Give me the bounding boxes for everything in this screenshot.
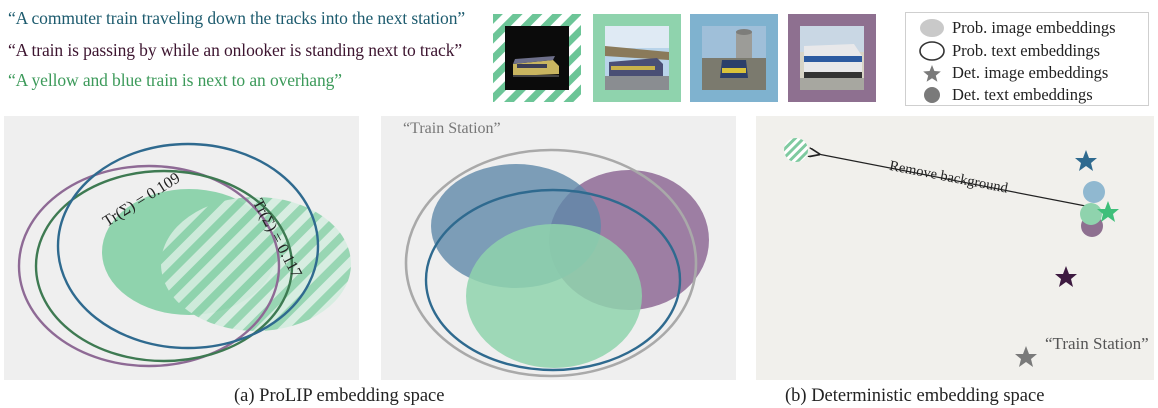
- star-icon: [1015, 346, 1037, 367]
- legend-item-prob-text: Prob. text embeddings: [906, 40, 1148, 62]
- train-station-point-label: “Train Station”: [1045, 334, 1149, 353]
- train-photo-icon: [605, 26, 669, 90]
- legend-item-det-image: Det. image embeddings: [906, 62, 1148, 84]
- train-station-ellipse: [404, 148, 698, 378]
- det-text-point-blue: [1083, 181, 1105, 203]
- hatched-image-point: [784, 138, 808, 162]
- legend-label: Prob. image embeddings: [952, 18, 1116, 37]
- panel-prolip-ellipses: Tr(Σ) = 0.109 Tr(Σ) = 0.117: [4, 116, 359, 380]
- prob-image-ellipse-green: [466, 224, 642, 368]
- prob-text-ellipse-blue: [424, 188, 682, 372]
- thumbnail-green: [593, 14, 681, 102]
- panel-deterministic: Remove background “Train Station”: [756, 116, 1154, 380]
- filled-circle-icon: [924, 87, 940, 103]
- legend-label: Prob. text embeddings: [952, 41, 1101, 60]
- thumbnail-blue: [690, 14, 778, 102]
- prob-image-ellipse-hatched: [161, 197, 351, 331]
- caption-text-2: “A train is passing by while an onlooker…: [8, 40, 463, 60]
- thumbnail-hatched: [493, 14, 581, 102]
- panel-prolip-train-station: “Train Station”: [381, 116, 736, 380]
- star-icon: [1097, 201, 1119, 222]
- thumbnail-purple: [788, 14, 876, 102]
- caption-text-1: “A commuter train traveling down the tra…: [8, 8, 466, 28]
- legend-label: Det. image embeddings: [952, 63, 1109, 82]
- subcaption-b: (b) Deterministic embedding space: [785, 386, 1045, 406]
- legend-item-prob-image: Prob. image embeddings: [906, 17, 1148, 39]
- legend: Prob. image embeddings Prob. text embedd…: [905, 12, 1149, 106]
- filled-ellipse-icon: [920, 19, 944, 37]
- prob-text-ellipse-purple: [17, 164, 281, 368]
- star-icon: [923, 65, 941, 82]
- star-icon: [1075, 150, 1097, 171]
- caption-text-3: “A yellow and blue train is next to an o…: [8, 70, 342, 90]
- train-photo-icon: [505, 26, 569, 90]
- train-station-label: “Train Station”: [403, 120, 501, 137]
- legend-label: Det. text embeddings: [952, 85, 1093, 104]
- remove-background-arrow: [818, 154, 1097, 209]
- train-photo-icon: [800, 26, 864, 90]
- subcaption-a: (a) ProLIP embedding space: [234, 386, 445, 406]
- legend-item-det-text: Det. text embeddings: [906, 84, 1148, 106]
- star-icon: [1055, 266, 1077, 287]
- det-text-point-green: [1080, 203, 1102, 225]
- train-photo-icon: [702, 26, 766, 90]
- prob-text-ellipse-green: [34, 169, 294, 363]
- prob-text-ellipse-blue: [56, 142, 320, 350]
- outline-ellipse-icon: [919, 41, 945, 61]
